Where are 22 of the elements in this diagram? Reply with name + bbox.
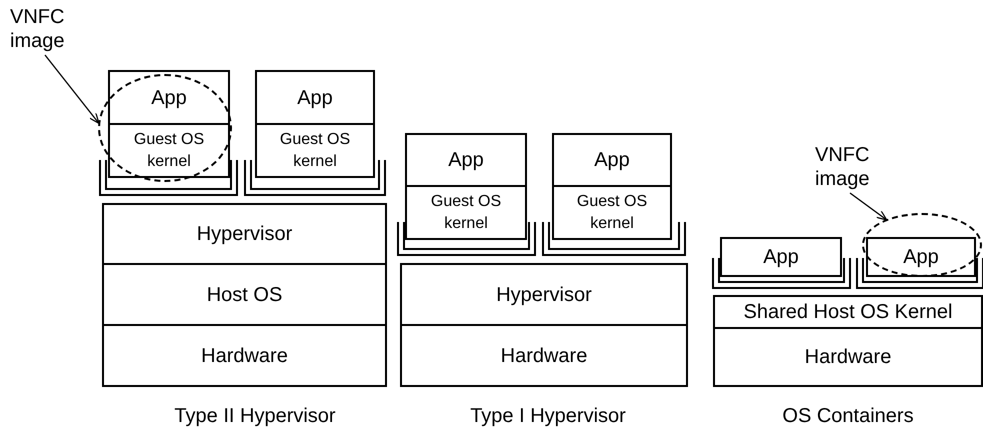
layer-box: Guest OS kernel	[552, 185, 672, 240]
layer-box: Hardware	[713, 327, 983, 387]
column-caption: Type II Hypervisor	[174, 405, 336, 428]
layer-box: Hardware	[400, 324, 688, 387]
layer-box: App	[720, 237, 842, 277]
layer-box: App	[255, 70, 375, 125]
layer-box: Hypervisor	[400, 263, 688, 326]
layer-box: App	[552, 133, 672, 187]
column-caption: OS Containers	[782, 405, 914, 428]
arrow	[44, 54, 100, 124]
annotation-text: VNFC image	[815, 143, 885, 191]
layer-box: Hypervisor	[102, 203, 387, 265]
layer-box: Guest OS kernel	[255, 123, 375, 178]
column-caption: Type I Hypervisor	[470, 405, 626, 428]
layer-box: Hardware	[102, 324, 387, 387]
layer-box: App	[108, 70, 230, 125]
layer-box: Host OS	[102, 263, 387, 326]
layer-box: Shared Host OS Kernel	[713, 295, 983, 329]
layer-box: Guest OS kernel	[405, 185, 527, 240]
layer-box: App	[405, 133, 527, 187]
arrow	[850, 192, 888, 221]
annotation-text: VNFC image	[10, 5, 80, 53]
